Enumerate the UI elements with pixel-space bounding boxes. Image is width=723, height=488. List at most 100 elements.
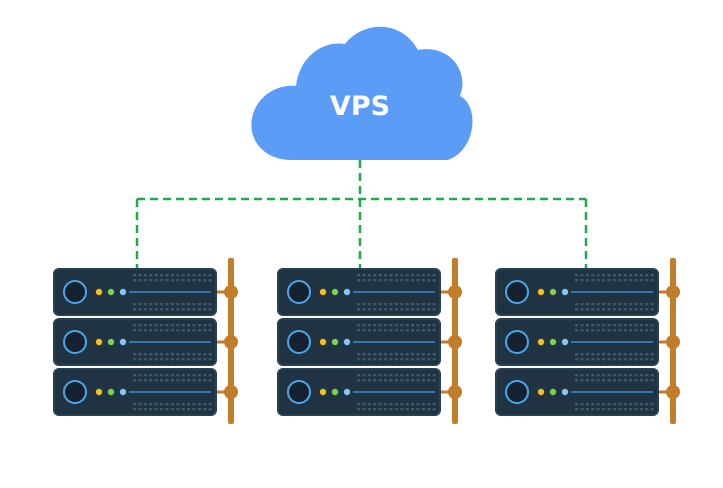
vent-grille	[133, 324, 212, 361]
vent-slot	[384, 274, 388, 277]
vent-slot	[143, 403, 147, 406]
vent-slot	[176, 324, 180, 327]
vent-slot	[197, 403, 201, 406]
vent-slot	[394, 353, 398, 356]
vent-slot	[602, 303, 606, 306]
vent-slot	[629, 303, 633, 306]
vent-slot	[650, 358, 654, 361]
vent-slot	[384, 308, 388, 311]
vent-slot	[634, 379, 638, 382]
vent-slot	[208, 329, 212, 332]
vent-slot	[203, 358, 207, 361]
vent-slot	[602, 279, 606, 282]
vent-slot	[427, 403, 431, 406]
vent-slot	[411, 308, 415, 311]
vent-slot	[405, 379, 409, 382]
vent-slot	[416, 408, 420, 411]
server-unit	[495, 318, 680, 366]
vent-slot	[427, 308, 431, 311]
vent-slot	[160, 274, 164, 277]
vent-slot	[389, 379, 393, 382]
vent-slot	[384, 408, 388, 411]
vent-slot	[192, 324, 196, 327]
vent-slot	[187, 308, 191, 311]
vent-slot	[149, 279, 153, 282]
vent-slot	[197, 408, 201, 411]
vent-slot	[357, 408, 361, 411]
vent-slot	[634, 403, 638, 406]
vent-slot	[367, 308, 371, 311]
vent-slot	[373, 324, 377, 327]
vent-slot	[416, 374, 420, 377]
vent-slot	[421, 408, 425, 411]
vent-slot	[187, 274, 191, 277]
status-led-icon	[537, 338, 545, 346]
vent-slot	[373, 358, 377, 361]
vent-slot	[373, 408, 377, 411]
vent-slot	[645, 329, 649, 332]
vent-slot	[432, 308, 436, 311]
vent-slot	[634, 353, 638, 356]
vent-slot	[634, 274, 638, 277]
vent-slot	[639, 274, 643, 277]
vent-slot	[133, 303, 137, 306]
vent-slot	[411, 279, 415, 282]
vent-slot	[203, 353, 207, 356]
vent-slot	[612, 408, 616, 411]
vent-slot	[362, 403, 366, 406]
vent-slot	[389, 308, 393, 311]
vent-slot	[192, 379, 196, 382]
rail-joint	[224, 385, 238, 399]
vent-slot	[357, 353, 361, 356]
vent-slot	[384, 353, 388, 356]
vent-slot	[362, 379, 366, 382]
status-led-icon	[95, 288, 103, 296]
vent-slot	[138, 279, 142, 282]
vent-slot	[192, 308, 196, 311]
vent-slot	[176, 274, 180, 277]
vent-slot	[203, 308, 207, 311]
vent-slot	[602, 308, 606, 311]
vent-slot	[160, 308, 164, 311]
vent-grille	[575, 324, 654, 361]
vent-slot	[378, 329, 382, 332]
vent-slot	[149, 274, 153, 277]
vent-slot	[639, 379, 643, 382]
vent-slot	[176, 329, 180, 332]
vent-slot	[427, 279, 431, 282]
power-button-icon	[505, 330, 529, 354]
vent-slot	[405, 279, 409, 282]
vent-slot	[367, 303, 371, 306]
vent-slot	[170, 279, 174, 282]
vent-slot	[623, 403, 627, 406]
vent-slot	[405, 324, 409, 327]
vent-slot	[645, 303, 649, 306]
vent-slot	[373, 403, 377, 406]
vent-slot	[575, 324, 579, 327]
vent-slot	[389, 358, 393, 361]
vent-slot	[154, 329, 158, 332]
vent-slot	[421, 379, 425, 382]
status-led-icon	[319, 388, 327, 396]
status-led-icon	[561, 288, 569, 296]
vent-slot	[192, 274, 196, 277]
vent-slot	[176, 379, 180, 382]
vent-slot	[612, 379, 616, 382]
vent-slot	[165, 353, 169, 356]
vent-slot	[585, 279, 589, 282]
vent-slot	[143, 324, 147, 327]
vent-slot	[432, 324, 436, 327]
power-button-icon	[287, 380, 311, 404]
vent-slot	[165, 408, 169, 411]
vent-slot	[591, 308, 595, 311]
status-led-icon	[107, 388, 115, 396]
vent-grille	[133, 274, 212, 311]
vent-slot	[138, 408, 142, 411]
vent-slot	[629, 308, 633, 311]
vent-slot	[650, 329, 654, 332]
vent-slot	[416, 324, 420, 327]
vent-slot	[378, 379, 382, 382]
vent-slot	[421, 329, 425, 332]
